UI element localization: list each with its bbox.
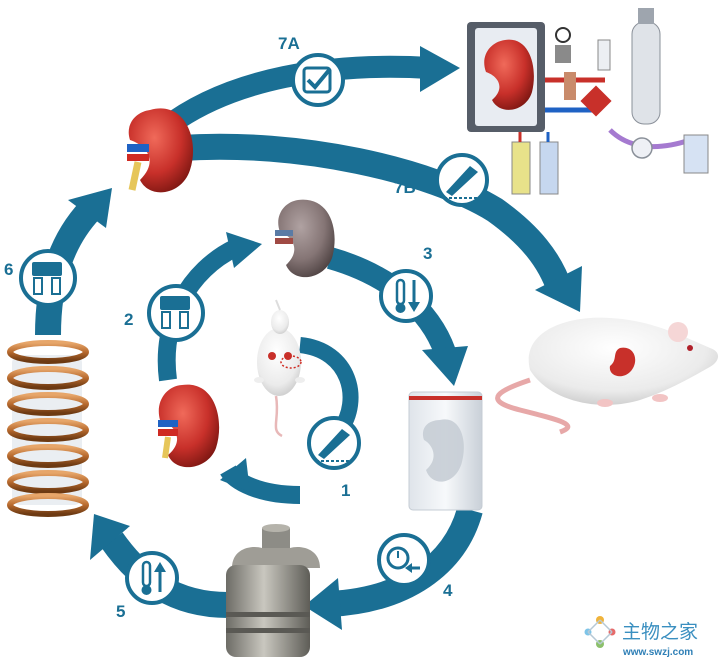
- perfusion-machine: [467, 8, 709, 195]
- arrowhead-to-tank: [304, 578, 342, 630]
- perfusion-device-icon-6: [19, 249, 77, 307]
- kidney-lower-left: [158, 384, 220, 468]
- arrowhead-to-coil: [90, 514, 130, 560]
- thermometer-up-icon: [125, 551, 179, 605]
- scalpel-icon-1: [307, 416, 361, 470]
- step-label-7a: 7A: [278, 34, 300, 53]
- kidney-gray: [275, 199, 335, 278]
- arrowhead-inner-2: [226, 232, 262, 268]
- arrowhead-7b: [535, 266, 582, 312]
- scalpel-icon: [435, 153, 489, 207]
- storage-bag: [408, 391, 483, 511]
- step-label-4: 4: [443, 581, 453, 600]
- watermark-url: www.swzj.com: [622, 647, 693, 658]
- thermometer-down-icon: [379, 269, 433, 323]
- perfusion-device-icon: [147, 284, 205, 342]
- checkmark-icon: [291, 53, 345, 107]
- watermark-logo: 主物之家 www.swzj.com: [584, 616, 698, 658]
- step-label-6: 6: [4, 260, 13, 279]
- small-rat-donor: [254, 299, 305, 438]
- recipient-rat: [495, 317, 719, 435]
- step-label-7b: 7B: [394, 178, 416, 197]
- kidney-top: [127, 108, 194, 193]
- watermark-text: 主物之家: [622, 621, 698, 643]
- arrowhead-7a: [420, 46, 460, 92]
- step-label-5: 5: [116, 602, 125, 621]
- cooling-coil: [7, 340, 89, 517]
- inner-loop-rat: [298, 337, 359, 435]
- step-label-2: 2: [124, 310, 133, 329]
- thaw-timer-icon: [377, 533, 431, 587]
- arrowhead-to-top-kidney: [68, 188, 112, 228]
- step-label-3: 3: [423, 244, 432, 263]
- step-label-1: 1: [341, 481, 350, 500]
- arrowhead-inner-1: [220, 458, 250, 492]
- arrow-7a-path: [158, 55, 431, 137]
- molecule-icon: [584, 616, 616, 648]
- liquid-nitrogen-dewar: [226, 524, 320, 657]
- arrowhead-to-bag: [422, 346, 468, 386]
